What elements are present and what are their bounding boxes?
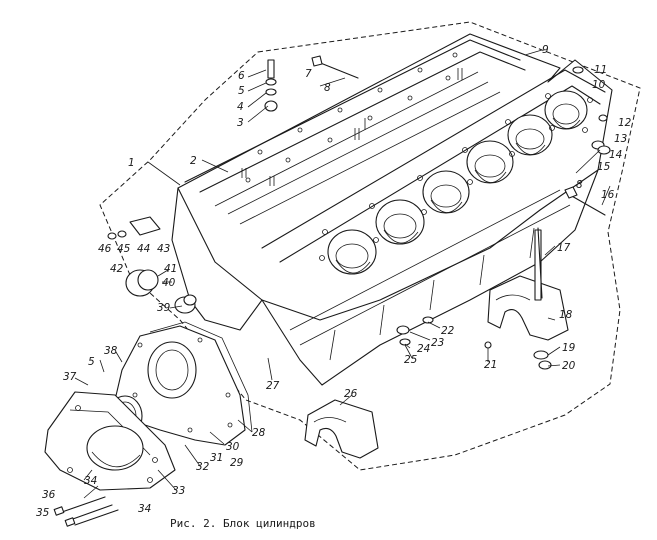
callout-labels: 1 2 3 4 5 6 7 8 8 9 10 11 12 13 14 15 16… xyxy=(36,44,632,519)
callout-6: 6 xyxy=(238,70,245,82)
callout-45: 45 xyxy=(117,243,131,255)
callout-2: 2 xyxy=(190,155,197,167)
callout-5: 5 xyxy=(238,85,245,97)
callout-21: 21 xyxy=(484,359,497,371)
main-bearing-cap-18 xyxy=(487,229,569,341)
callout-32: 32 xyxy=(196,461,210,473)
cover-parts-40-46 xyxy=(107,216,197,314)
callout-9: 9 xyxy=(542,44,549,56)
callout-34: 34 xyxy=(84,475,97,487)
callout-44: 44 xyxy=(137,243,150,255)
stud-17 xyxy=(537,227,543,299)
deck-holes xyxy=(245,52,593,261)
timing-cover xyxy=(44,391,176,491)
callout-17: 17 xyxy=(557,242,571,254)
bolt-16 xyxy=(569,194,606,216)
callout-1: 1 xyxy=(128,157,135,169)
callout-18: 18 xyxy=(559,309,573,321)
callout-7: 7 xyxy=(305,68,312,80)
callout-11: 11 xyxy=(594,64,607,76)
callout-8b: 8 xyxy=(576,179,583,191)
cylinder-bores xyxy=(327,90,588,275)
callout-46: 46 xyxy=(98,243,112,255)
callout-31: 31 xyxy=(210,452,223,464)
deck-studs xyxy=(241,68,463,186)
front-cover-assembly xyxy=(107,321,253,446)
callout-25: 25 xyxy=(404,354,418,366)
callout-19: 19 xyxy=(562,342,576,354)
callout-29: 29 xyxy=(230,457,244,469)
callout-43: 43 xyxy=(157,243,170,255)
callout-26: 26 xyxy=(344,388,358,400)
callout-12: 12 xyxy=(618,117,632,129)
callout-15: 15 xyxy=(597,161,611,173)
callout-41: 41 xyxy=(164,263,177,275)
callout-40: 40 xyxy=(162,277,176,289)
callout-22: 22 xyxy=(441,325,455,337)
callout-33: 33 xyxy=(172,485,185,497)
callout-8: 8 xyxy=(324,82,331,94)
callout-28: 28 xyxy=(252,427,266,439)
cylinder-block xyxy=(171,33,613,386)
bolt-7 xyxy=(317,61,359,79)
callout-36: 36 xyxy=(42,489,56,501)
fitting-3-6 xyxy=(264,59,278,112)
callout-23: 23 xyxy=(431,337,444,349)
callout-5b: 5 xyxy=(88,356,95,368)
leader-lines xyxy=(74,49,611,499)
assembly-outline xyxy=(99,21,641,471)
callout-24: 24 xyxy=(417,343,430,355)
figure-caption: Рис. 2. Блок цилиндров xyxy=(170,517,316,530)
main-bearing-cap-26 xyxy=(304,399,379,459)
callout-42: 42 xyxy=(110,263,124,275)
callout-35: 35 xyxy=(36,507,50,519)
callout-20: 20 xyxy=(562,360,576,372)
callout-34b: 34 xyxy=(138,503,151,515)
callout-30: 30 xyxy=(226,441,240,453)
callout-39: 39 xyxy=(157,302,171,314)
long-bolts xyxy=(53,496,119,527)
callout-13: 13 xyxy=(614,133,627,145)
callout-3: 3 xyxy=(237,117,244,129)
callout-4: 4 xyxy=(237,101,244,113)
callout-38: 38 xyxy=(104,345,118,357)
callout-37: 37 xyxy=(63,371,77,383)
callout-14: 14 xyxy=(609,149,622,161)
callout-10: 10 xyxy=(592,79,606,91)
callout-27: 27 xyxy=(266,380,280,392)
callout-16: 16 xyxy=(601,189,615,201)
